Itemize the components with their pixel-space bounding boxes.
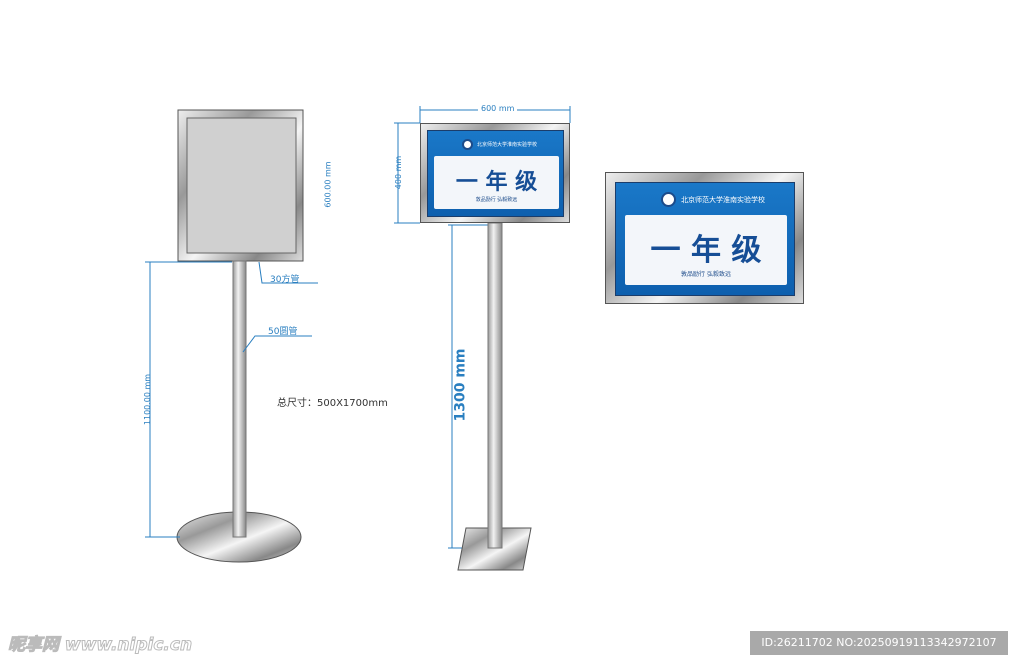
- dim-sign-width: 600 mm: [478, 104, 518, 113]
- dim-sign-height: 400 mm: [394, 155, 404, 190]
- motto: 敦品励行 弘毅致远: [475, 197, 518, 203]
- image-id-badge: ID:26211702 NO:20250919113342972107: [750, 631, 1008, 655]
- round-pole: [232, 260, 247, 538]
- grade-sign-large: 北京师范大学淮南实验学校 一 年 级 敦品励行 弘毅致远: [605, 172, 804, 304]
- grade-title: 一 年 级: [650, 233, 762, 268]
- square-pole: [487, 222, 503, 549]
- motto: 敦品励行 弘毅致远: [681, 271, 731, 278]
- school-emblem-icon: [661, 192, 676, 207]
- total-size-label: 总尺寸：500X1700mm: [277, 398, 388, 409]
- school-name: 北京师范大学淮南实验学校: [681, 195, 765, 204]
- dim-pole-height: 1300 mm: [452, 346, 469, 424]
- school-name: 北京师范大学淮南实验学校: [477, 142, 538, 148]
- square-base: [457, 527, 532, 571]
- round-tube-label: 50圆管: [268, 327, 298, 337]
- dim-left-panel-height: 600.00 mm: [323, 161, 333, 208]
- square-tube-label: 30方管: [270, 275, 300, 285]
- watermark-logo: 昵享网 www.nipic.cn: [7, 635, 193, 656]
- grade-title: 一 年 级: [455, 170, 538, 195]
- school-emblem-icon: [462, 139, 473, 150]
- poster-panel: [186, 117, 297, 254]
- dim-left-pole-height: 1100.00 mm: [143, 373, 153, 426]
- grade-sign-small: 北京师范大学淮南实验学校 一 年 级 敦品励行 弘毅致远: [420, 123, 570, 223]
